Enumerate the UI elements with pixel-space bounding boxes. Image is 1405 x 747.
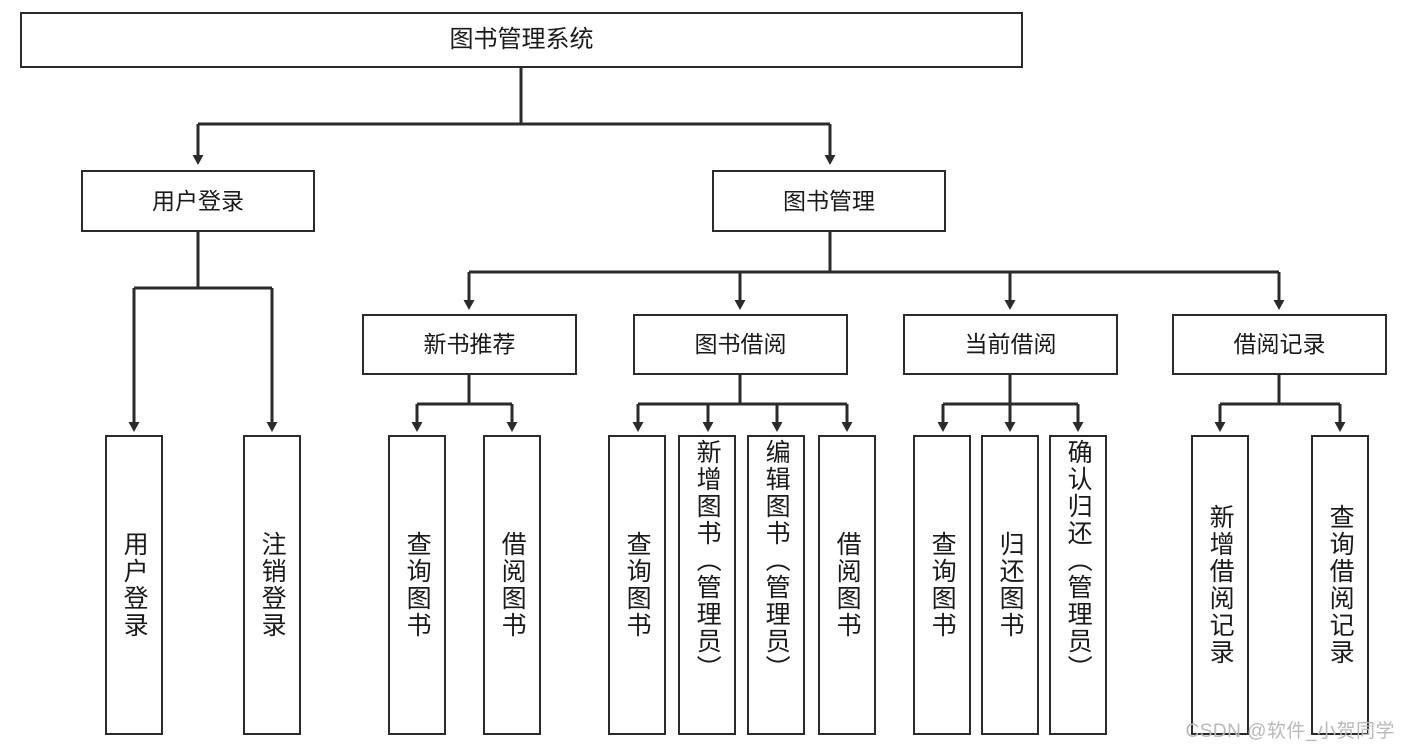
leaf-query-borrow-record[interactable]: 查询借阅记录: [1311, 435, 1369, 735]
node-book-borrow[interactable]: 图书借阅: [633, 314, 848, 375]
node-current-borrow[interactable]: 当前借阅: [903, 314, 1118, 375]
leaf-user-login[interactable]: 用户登录: [105, 435, 163, 735]
leaf-edit-book[interactable]: 编辑图书（管理员）: [747, 435, 805, 735]
node-user-login[interactable]: 用户登录: [81, 170, 315, 232]
leaf-borrow-book-borrow[interactable]: 借阅图书: [818, 435, 876, 735]
leaf-query-book-borrow[interactable]: 查询图书: [608, 435, 666, 735]
leaf-add-borrow-record[interactable]: 新增借阅记录: [1191, 435, 1249, 735]
csdn-watermark: CSDN @软件_小贺同学: [1185, 721, 1395, 742]
node-book-management[interactable]: 图书管理: [712, 170, 946, 232]
node-root-system[interactable]: 图书管理系统: [20, 12, 1023, 68]
leaf-query-book-current[interactable]: 查询图书: [913, 435, 971, 735]
leaf-logout-login[interactable]: 注销登录: [243, 435, 301, 735]
leaf-return-book[interactable]: 归还图书: [981, 435, 1039, 735]
leaf-borrow-book-recommend[interactable]: 借阅图书: [483, 435, 541, 735]
leaf-confirm-return[interactable]: 确认归还（管理员）: [1049, 435, 1107, 735]
node-new-book-recommend[interactable]: 新书推荐: [362, 314, 577, 375]
leaf-add-book[interactable]: 新增图书（管理员）: [678, 435, 736, 735]
node-borrow-record[interactable]: 借阅记录: [1172, 314, 1387, 375]
leaf-query-book-recommend[interactable]: 查询图书: [388, 435, 446, 735]
